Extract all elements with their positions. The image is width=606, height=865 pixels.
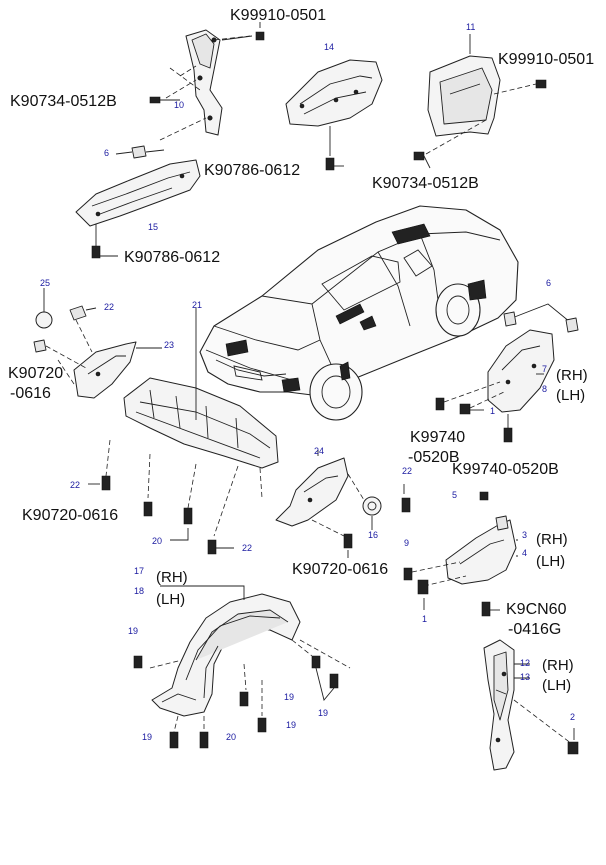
part-number-k99740-line1: K99740 (410, 429, 465, 446)
ref-number-18: 18 (134, 586, 144, 596)
part-number-k99910-top: K99910-0501 (230, 7, 326, 24)
ref-number-19-c: 19 (286, 720, 296, 730)
bracket-10-group (115, 22, 265, 159)
ref-number-6-left: 6 (104, 148, 109, 158)
ref-number-20-a: 20 (152, 536, 162, 546)
side-label-lh-18: (LH) (156, 591, 185, 608)
ref-number-5: 5 (452, 490, 457, 500)
bracket-7-8-group (435, 303, 579, 443)
side-label-rh-7: (RH) (556, 367, 588, 384)
ref-number-23: 23 (164, 340, 174, 350)
part-number-k99910-right: K99910-0501 (498, 51, 594, 68)
ref-number-14: 14 (324, 42, 334, 52)
ref-number-2: 2 (570, 712, 575, 722)
part-number-k90734-left: K90734-0512B (10, 93, 117, 110)
fasteners-21 (88, 475, 234, 555)
ref-number-6-right: 6 (546, 278, 551, 288)
ref-number-20-b: 20 (226, 732, 236, 742)
ref-number-19-b: 19 (284, 692, 294, 702)
heat-shield-14 (285, 59, 383, 171)
part-number-k90720-left-line1: K90720 (8, 365, 63, 382)
part-number-k99740-full: K99740-0520B (452, 461, 559, 478)
part-number-k90786-mid: K90786-0612 (204, 162, 300, 179)
ref-number-25: 25 (40, 278, 50, 288)
ref-number-1-bottom: 1 (422, 614, 427, 624)
part-number-k9cn60-line2: -0416G (508, 621, 561, 638)
ref-number-12: 12 (520, 658, 530, 668)
part-number-k99740-line2: -0520B (408, 449, 460, 466)
ref-number-16: 16 (368, 530, 378, 540)
ref-number-1-top: 1 (490, 406, 495, 416)
ref-number-19-d: 19 (318, 708, 328, 718)
car-illustration (199, 205, 519, 421)
part-number-k90734-right: K90734-0512B (372, 175, 479, 192)
ref-number-7: 7 (542, 364, 547, 374)
ref-number-22-b: 22 (70, 480, 80, 490)
ref-number-21: 21 (192, 300, 202, 310)
ref-number-10: 10 (174, 100, 184, 110)
fender-liner-17-18 (149, 585, 351, 733)
ref-number-9: 9 (404, 538, 409, 548)
guard-12-13 (483, 639, 579, 771)
part-number-k90720-mid: K90720-0616 (22, 507, 118, 524)
ref-number-19-a: 19 (128, 626, 138, 636)
ref-number-19-e: 19 (142, 732, 152, 742)
ref-number-22-d: 22 (402, 466, 412, 476)
ref-number-4: 4 (522, 548, 527, 558)
heat-shield-15 (75, 159, 201, 259)
side-label-lh-8: (LH) (556, 387, 585, 404)
ref-number-15: 15 (148, 222, 158, 232)
side-label-rh-3: (RH) (536, 531, 568, 548)
ref-number-22-c: 22 (242, 543, 252, 553)
ref-number-3: 3 (522, 530, 527, 540)
side-label-rh-17: (RH) (156, 569, 188, 586)
shield-21 (105, 308, 279, 537)
cover-11 (413, 34, 547, 169)
fasteners-19-20 (133, 655, 339, 749)
part-number-k90720-left-line2: -0616 (10, 385, 51, 402)
ref-number-17: 17 (134, 566, 144, 576)
side-label-rh-12: (RH) (542, 657, 574, 674)
bracket-24-group (275, 450, 411, 558)
side-label-lh-4: (LH) (536, 553, 565, 570)
ref-number-11: 11 (466, 22, 475, 32)
ref-number-8: 8 (542, 384, 547, 394)
ref-number-13: 13 (520, 672, 530, 682)
part-number-k9cn60-line1: K9CN60 (506, 601, 567, 618)
part-number-k90720-center: K90720-0616 (292, 561, 388, 578)
part-number-k90786-left: K90786-0612 (124, 249, 220, 266)
ref-number-22-a: 22 (104, 302, 114, 312)
ref-number-24: 24 (314, 446, 324, 456)
side-label-lh-13: (LH) (542, 677, 571, 694)
bracket-3-4-group (403, 491, 518, 617)
bracket-23-group (33, 288, 162, 399)
